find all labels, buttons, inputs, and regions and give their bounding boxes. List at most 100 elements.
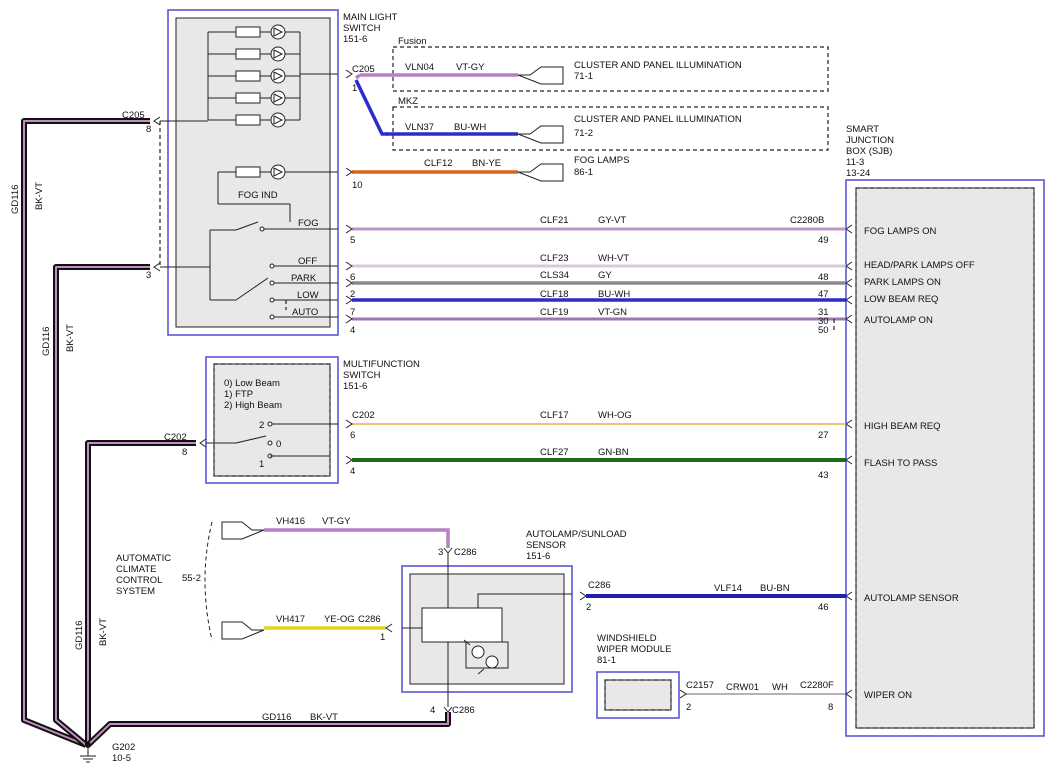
crw01-name: CRW01 — [726, 682, 759, 693]
clf23-color: WH-VT — [598, 253, 629, 264]
fog-lamps-ref: 86-1 — [574, 167, 593, 178]
resistor-icon — [208, 90, 300, 106]
vlf14-name: VLF14 — [714, 583, 742, 594]
vlf14-color: BU-BN — [760, 583, 790, 594]
c2280b-label: C2280B — [790, 215, 824, 226]
switch-park-label: PARK — [291, 273, 317, 284]
cls34-color: GY — [598, 270, 612, 281]
clf18-left-pin: 7 — [350, 307, 355, 318]
circuit-clf21[interactable]: CLF21 GY-VT 5 49 C2280B FOG LAMPS ON — [345, 215, 936, 246]
wiper-title-3: 81-1 — [597, 655, 616, 666]
clf21-color: GY-VT — [598, 215, 626, 226]
c286-top-label: C286 — [454, 547, 477, 558]
clf18-name: CLF18 — [540, 289, 569, 300]
gd116-bottom-color: BK-VT — [310, 712, 338, 723]
clf27-right-pin: 43 — [818, 470, 829, 481]
high-beam-req-label: HIGH BEAM REQ — [864, 421, 941, 432]
cls34-name: CLS34 — [540, 270, 569, 281]
clf12-color: BN-YE — [472, 158, 501, 169]
circuit-crw01[interactable]: C2157 2 CRW01 WH C2280F 8 WIPER ON — [679, 680, 912, 713]
acc-title-4: SYSTEM — [116, 586, 155, 597]
c205-left-label: C205 — [122, 110, 145, 121]
clf18-color: BU-WH — [598, 289, 630, 300]
wiper-title-2: WIPER MODULE — [597, 644, 671, 655]
circuit-clf17[interactable]: C202 CLF17 WH-OG 6 27 HIGH BEAM REQ — [345, 410, 941, 441]
c205-top-pin: 1 — [352, 83, 357, 94]
circuit-clf27[interactable]: CLF27 GN-BN 4 43 FLASH TO PASS — [345, 447, 937, 481]
vh417-name: VH417 — [276, 614, 305, 625]
acc-ref: 55-2 — [182, 573, 201, 584]
c202-label: C202 — [164, 432, 187, 443]
switch-fog-label: FOG — [298, 218, 319, 229]
smart-junction-box[interactable]: SMART JUNCTION BOX (SJB) 11-3 13-24 — [845, 124, 1045, 737]
vh417-color: YE-OG — [324, 614, 355, 625]
ground-wires[interactable]: 4 C286 GD116 BK-VT GD116 BK-VT GD116 BK-… — [10, 118, 475, 748]
illumination-ladder — [160, 24, 338, 128]
c202-pin: 8 — [182, 447, 187, 458]
circuit-cls34[interactable]: CLS34 GY 2 47 PARK LAMPS ON — [345, 270, 941, 300]
headlamp-switch-contacts: FOG OFF PARK LOW AUTO — [160, 218, 338, 320]
gd116-1-color: BK-VT — [34, 182, 45, 210]
low-beam-req-label: LOW BEAM REQ — [864, 294, 938, 305]
automatic-climate-control[interactable]: AUTOMATIC CLIMATE CONTROL SYSTEM 55-2 — [116, 521, 265, 641]
mls-title-3: 151-6 — [343, 34, 367, 45]
circuit-clf12[interactable]: CLF12 BN-YE 10 FOG LAMPS 86-1 — [345, 155, 629, 191]
wiper-pin-2: 2 — [686, 702, 691, 713]
sjb-title-5: 13-24 — [846, 168, 870, 179]
windshield-wiper-module[interactable]: WINDSHIELD WIPER MODULE 81-1 — [596, 633, 680, 719]
gd116-bottom-name: GD116 — [262, 712, 291, 723]
clf17-color: WH-OG — [598, 410, 632, 421]
mfs-sw-pin-1: 1 — [259, 459, 264, 470]
mls-title-2: SWITCH — [343, 23, 381, 34]
autolamp-title-3: 151-6 — [526, 551, 550, 562]
circuit-clf18[interactable]: CLF18 BU-WH 7 31 LOW BEAM REQ — [345, 289, 938, 318]
autolamp-sunload-sensor[interactable]: AUTOLAMP/SUNLOAD SENSOR 151-6 — [401, 529, 627, 707]
mfs-title-2: SWITCH — [343, 370, 381, 381]
c286-pin-1: 1 — [380, 632, 385, 643]
circuit-vh417[interactable]: VH417 YE-OG C286 1 — [264, 614, 393, 643]
circuit-vlf14[interactable]: C286 2 VLF14 BU-BN 46 AUTOLAMP SENSOR — [579, 580, 959, 613]
clf27-name: CLF27 — [540, 447, 569, 458]
gd116-2-color: BK-VT — [65, 324, 76, 352]
cls34-left-pin: 2 — [350, 289, 355, 300]
fog-lamps-on-label: FOG LAMPS ON — [864, 226, 936, 237]
sjb-title-2: JUNCTION — [846, 135, 894, 146]
g202-label: G202 — [112, 742, 135, 753]
sjb-title-4: 11-3 — [846, 157, 864, 168]
mkz-illumination: MKZ VLN37 BU-WH CLUSTER AND PANEL ILLUMI… — [386, 96, 829, 151]
illum-2-dest: CLUSTER AND PANEL ILLUMINATION — [574, 114, 742, 125]
wiper-title-1: WINDSHIELD — [597, 633, 657, 644]
sjb-title-3: BOX (SJB) — [846, 146, 892, 157]
circuit-clf23[interactable]: CLF23 WH-VT 6 48 HEAD/PARK LAMPS OFF — [345, 253, 975, 283]
clf19-color: VT-GN — [598, 307, 627, 318]
gd116-1-name: GD116 — [10, 185, 21, 214]
park-lamps-on-label: PARK LAMPS ON — [864, 277, 941, 288]
autolamp-title-1: AUTOLAMP/SUNLOAD — [526, 529, 627, 540]
acc-title-3: CONTROL — [116, 575, 162, 586]
circuit-vh416[interactable]: VH416 VT-GY 3 C286 — [264, 516, 477, 558]
fog-indicator: FOG IND — [217, 164, 338, 222]
switch-auto-label: AUTO — [292, 307, 318, 318]
wiper-on-label: WIPER ON — [864, 690, 912, 701]
vln37-name: VLN37 — [405, 122, 434, 133]
multifunction-switch[interactable]: MULTIFUNCTION SWITCH 151-6 0) Low Beam 1… — [205, 356, 420, 484]
clf12-pin: 10 — [352, 180, 363, 191]
c202-right-label: C202 — [352, 410, 375, 421]
c286-pin-3: 3 — [438, 547, 443, 558]
switch-off-label: OFF — [298, 256, 317, 267]
fog-lamps-dest: FOG LAMPS — [574, 155, 629, 166]
illum-1-dest: CLUSTER AND PANEL ILLUMINATION — [574, 60, 742, 71]
switch-low-label: LOW — [297, 290, 319, 301]
mfs-mode-1: 1) FTP — [224, 389, 253, 400]
mfs-title-3: 151-6 — [343, 381, 367, 392]
gd116-2-name: GD116 — [41, 327, 52, 356]
fusion-illumination: Fusion VLN04 VT-GY CLUSTER AND PANEL ILL… — [360, 36, 829, 92]
circuit-clf19[interactable]: CLF19 VT-GN 4 50 AUTOLAMP ON — [345, 307, 933, 336]
c205-left-connector: C205 8 3 — [122, 110, 161, 281]
autolamp-on-label: AUTOLAMP ON — [864, 315, 933, 326]
mls-title-1: MAIN LIGHT — [343, 12, 398, 23]
clf18-right-pin: 31 — [818, 307, 829, 318]
flash-to-pass-label: FLASH TO PASS — [864, 458, 937, 469]
c2157-label: C2157 — [686, 680, 714, 691]
